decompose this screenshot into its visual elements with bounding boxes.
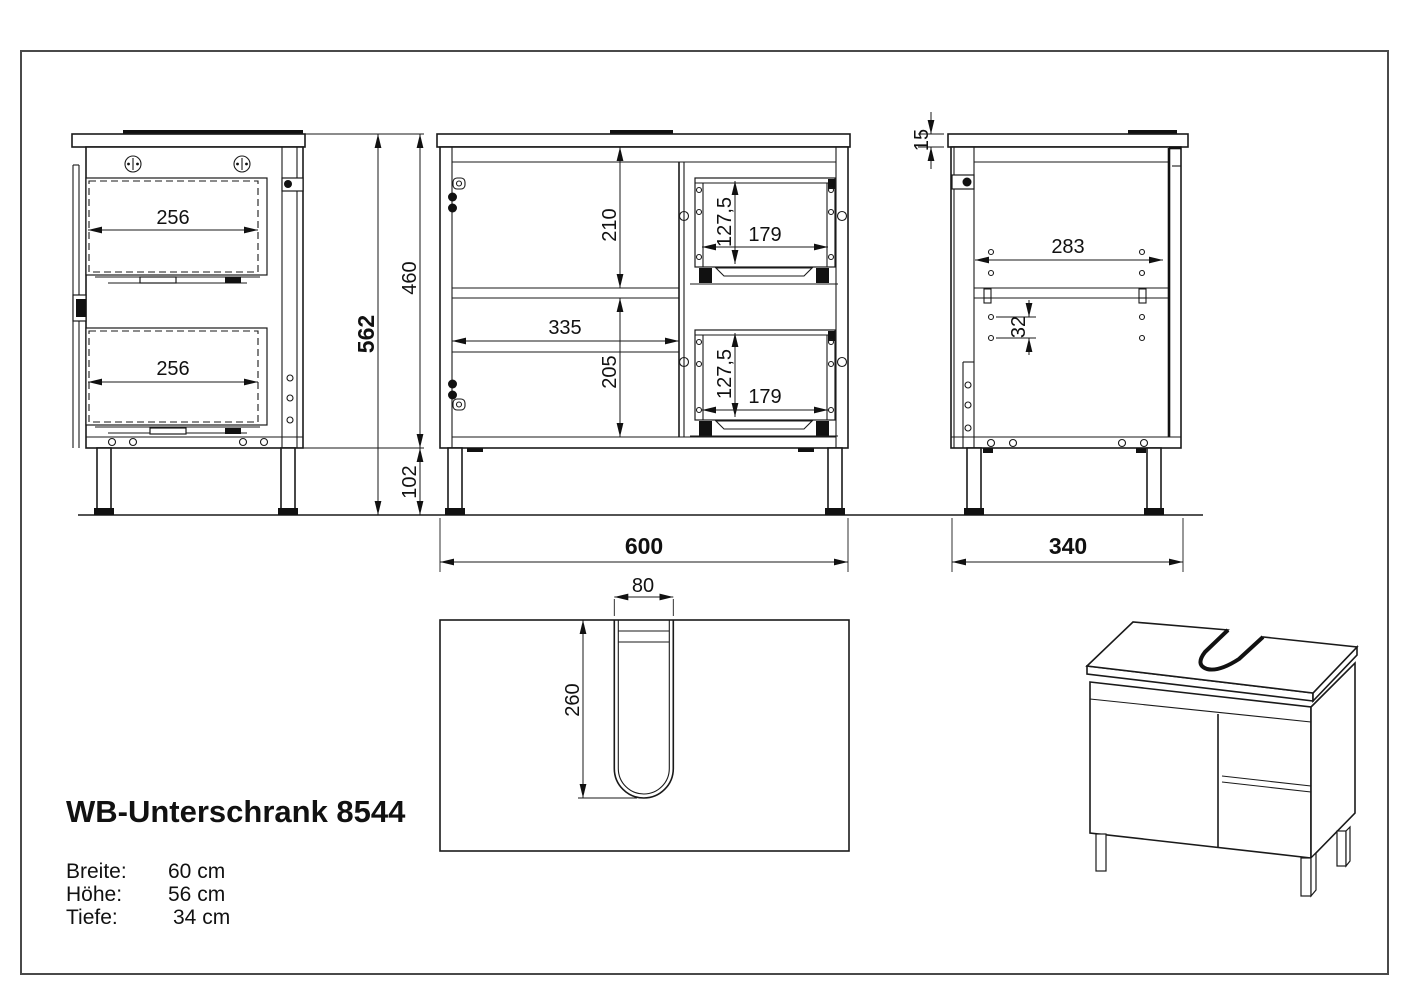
dim-total-height: 562 — [353, 315, 379, 353]
dim-hole-pitch: 32 — [1008, 316, 1030, 338]
page-border — [20, 50, 1389, 975]
countertop — [436, 133, 851, 148]
spec-value-height: 56 cm — [168, 883, 225, 906]
screw-icon — [124, 155, 142, 173]
leg — [1336, 830, 1347, 867]
leg — [1300, 857, 1312, 897]
foot — [1144, 508, 1164, 515]
spec-label-depth: Tiefe: — [66, 906, 118, 929]
countertop — [71, 133, 306, 148]
shelf-clip — [983, 288, 992, 298]
perspective-view — [1085, 621, 1359, 898]
dim-total-width: 600 — [625, 533, 663, 559]
dim-drawer1-height: 127,5 — [714, 197, 736, 247]
dim-shelf-depth: 283 — [1051, 236, 1084, 258]
spec-label-height: Höhe: — [66, 883, 122, 906]
drawer-side — [85, 177, 268, 276]
dim-top-thickness: 15 — [911, 129, 933, 151]
foot — [825, 508, 845, 515]
leg — [966, 447, 982, 511]
front-section-view: 127,5 179 127,5 179 210 205 335 — [436, 130, 851, 572]
hinge — [448, 177, 466, 213]
dim-drawer1-width: 179 — [748, 224, 781, 246]
leg — [1146, 447, 1162, 511]
dim-left-drawer-bottom: 256 — [156, 358, 189, 380]
sink-cutout-inner — [617, 620, 670, 795]
countertop — [947, 133, 1189, 148]
sink-cutout-3d — [1198, 628, 1265, 672]
dim-left-drawer-top: 256 — [156, 207, 189, 229]
drawing-title: WB-Unterschrank 8544 — [66, 794, 406, 829]
left-side-section-view: 256 256 — [71, 130, 306, 515]
drawer-gap — [1221, 775, 1312, 787]
sink-cutout-edge — [610, 130, 673, 135]
hinge — [448, 379, 466, 411]
top-view: 80 260 — [439, 575, 850, 852]
countertop-face — [1085, 621, 1359, 694]
dim-door-opening-height: 210 — [599, 208, 621, 241]
shelf-clip — [1138, 288, 1147, 298]
dim-drawer2-height: 127,5 — [714, 349, 736, 399]
title-block: WB-Unterschrank 8544 Breite: 60 cm Höhe:… — [66, 794, 406, 929]
leg — [447, 447, 463, 511]
dim-opening-width: 335 — [548, 317, 581, 339]
leg — [96, 447, 112, 511]
dim-total-depth: 340 — [1049, 533, 1087, 559]
right-side-section-view: 15 283 32 — [911, 112, 1189, 572]
sink-cutout-edge — [1128, 130, 1177, 134]
drawer-side — [85, 327, 268, 426]
spec-label-width: Breite: — [66, 860, 127, 883]
screw-icon — [233, 155, 251, 173]
dim-cutout-depth: 260 — [562, 683, 584, 716]
sink-cutout-edge — [123, 130, 303, 134]
leg — [827, 447, 843, 511]
dim-cutout-width: 80 — [632, 575, 654, 597]
foot — [445, 508, 465, 515]
sink-cutout-outer — [613, 620, 675, 799]
drawer-box — [690, 329, 838, 437]
countertop-plan — [439, 619, 850, 852]
dim-leg-height: 102 — [399, 465, 421, 498]
foot — [964, 508, 984, 515]
foot — [278, 508, 298, 515]
leg — [280, 447, 296, 511]
foot — [94, 508, 114, 515]
dim-drawer2-width: 179 — [748, 386, 781, 408]
dim-lower-opening-height: 205 — [599, 355, 621, 388]
dim-carcass-height: 460 — [399, 261, 421, 294]
drawer-box — [690, 177, 838, 285]
leg — [1095, 833, 1107, 872]
spec-value-depth: 34 cm — [173, 906, 230, 929]
left-view-dimensions: 562 460 102 — [303, 133, 424, 515]
spec-value-width: 60 cm — [168, 860, 225, 883]
